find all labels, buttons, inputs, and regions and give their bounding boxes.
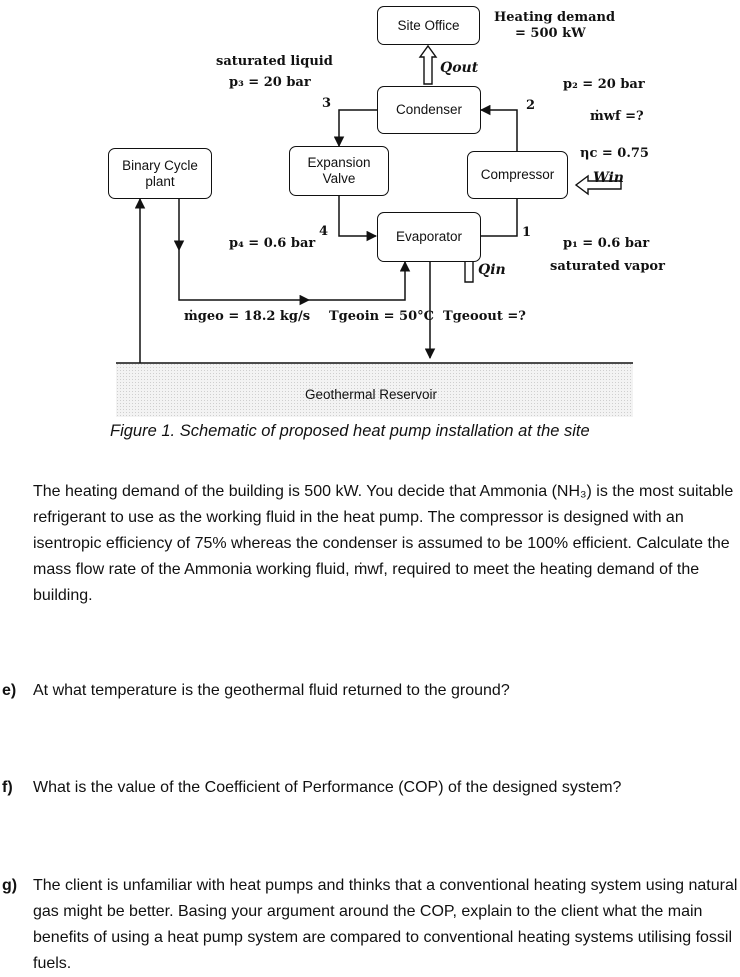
question-e-text: At what temperature is the geothermal fl… [33, 682, 510, 699]
q-out-label: Qout [440, 60, 479, 76]
condenser-label: Condenser [395, 102, 463, 117]
question-g-text: The client is unfamiliar with heat pumps… [33, 877, 738, 972]
compressor-efficiency: ηc = 0.75 [580, 146, 649, 161]
question-f: f) What is the value of the Coefficient o… [2, 775, 738, 801]
geo-inlet-temp: Tgeoin = 50°C [329, 309, 434, 324]
q-in-label: Qin [478, 262, 506, 278]
point-1-label: 1 [522, 225, 532, 240]
mass-flow-wf: ṁwf =? [590, 109, 644, 124]
question-e: e) At what temperature is the geothermal … [2, 678, 738, 704]
binary-cycle-label: Binary Cycle plant [122, 157, 198, 189]
expansion-valve-box: Expansion Valve [289, 146, 389, 196]
line-geo-to-evaporator [178, 250, 311, 306]
line-condenser-to-valve [333, 109, 377, 148]
state3-phase: saturated liquid [216, 54, 333, 69]
condenser-box: Condenser [377, 86, 481, 134]
state2-pressure: p₂ = 20 bar [563, 77, 645, 92]
site-office-box: Site Office [377, 6, 480, 45]
state1-phase: saturated vapor [550, 259, 665, 274]
state4-pressure: p₄ = 0.6 bar [229, 236, 316, 251]
question-g-label: g) [2, 877, 18, 894]
line-valve-to-evaporator [338, 196, 378, 242]
intro-paragraph: The heating demand of the building is 50… [33, 483, 734, 604]
flow-lines [116, 44, 633, 364]
point-4-label: 4 [319, 224, 329, 239]
line-compressor-to-condenser [479, 104, 518, 161]
question-f-label: f) [2, 779, 13, 796]
geo-outlet-temp: Tgeoout =? [443, 309, 526, 324]
q-out-arrow [418, 44, 438, 85]
state1-pressure: p₁ = 0.6 bar [563, 236, 650, 251]
w-in-arrow [574, 174, 622, 196]
question-e-label: e) [2, 682, 17, 699]
binary-cycle-plant-box: Binary Cycle plant [108, 148, 212, 199]
w-in-label: Win [593, 170, 624, 186]
point-2-label: 2 [526, 98, 536, 113]
evaporator-box: Evaporator [377, 212, 481, 262]
reservoir-label: Geothermal Reservoir [305, 387, 438, 402]
line-geo-into-evaporator [309, 260, 411, 301]
line-evaporator-to-compressor [481, 187, 523, 237]
heating-demand-line2: = 500 kW [515, 26, 586, 41]
expansion-valve-label: Expansion Valve [307, 155, 371, 186]
compressor-label: Compressor [480, 167, 555, 182]
mass-flow-geo: ṁgeo = 18.2 kg/s [184, 309, 311, 324]
compressor-box: Compressor [467, 151, 568, 199]
heating-demand-line1: Heating demand [494, 10, 616, 25]
site-office-label: Site Office [397, 17, 460, 33]
evaporator-label: Evaporator [395, 229, 463, 244]
question-g: g) The client is unfamiliar with heat pum… [2, 873, 738, 977]
question-f-text: What is the value of the Coefficient of … [33, 779, 622, 796]
geothermal-reservoir [116, 363, 633, 417]
state3-pressure: p₃ = 20 bar [229, 75, 311, 90]
point-3-label: 3 [322, 96, 332, 111]
figure-caption: Figure 1. Schematic of proposed heat pum… [110, 422, 590, 440]
